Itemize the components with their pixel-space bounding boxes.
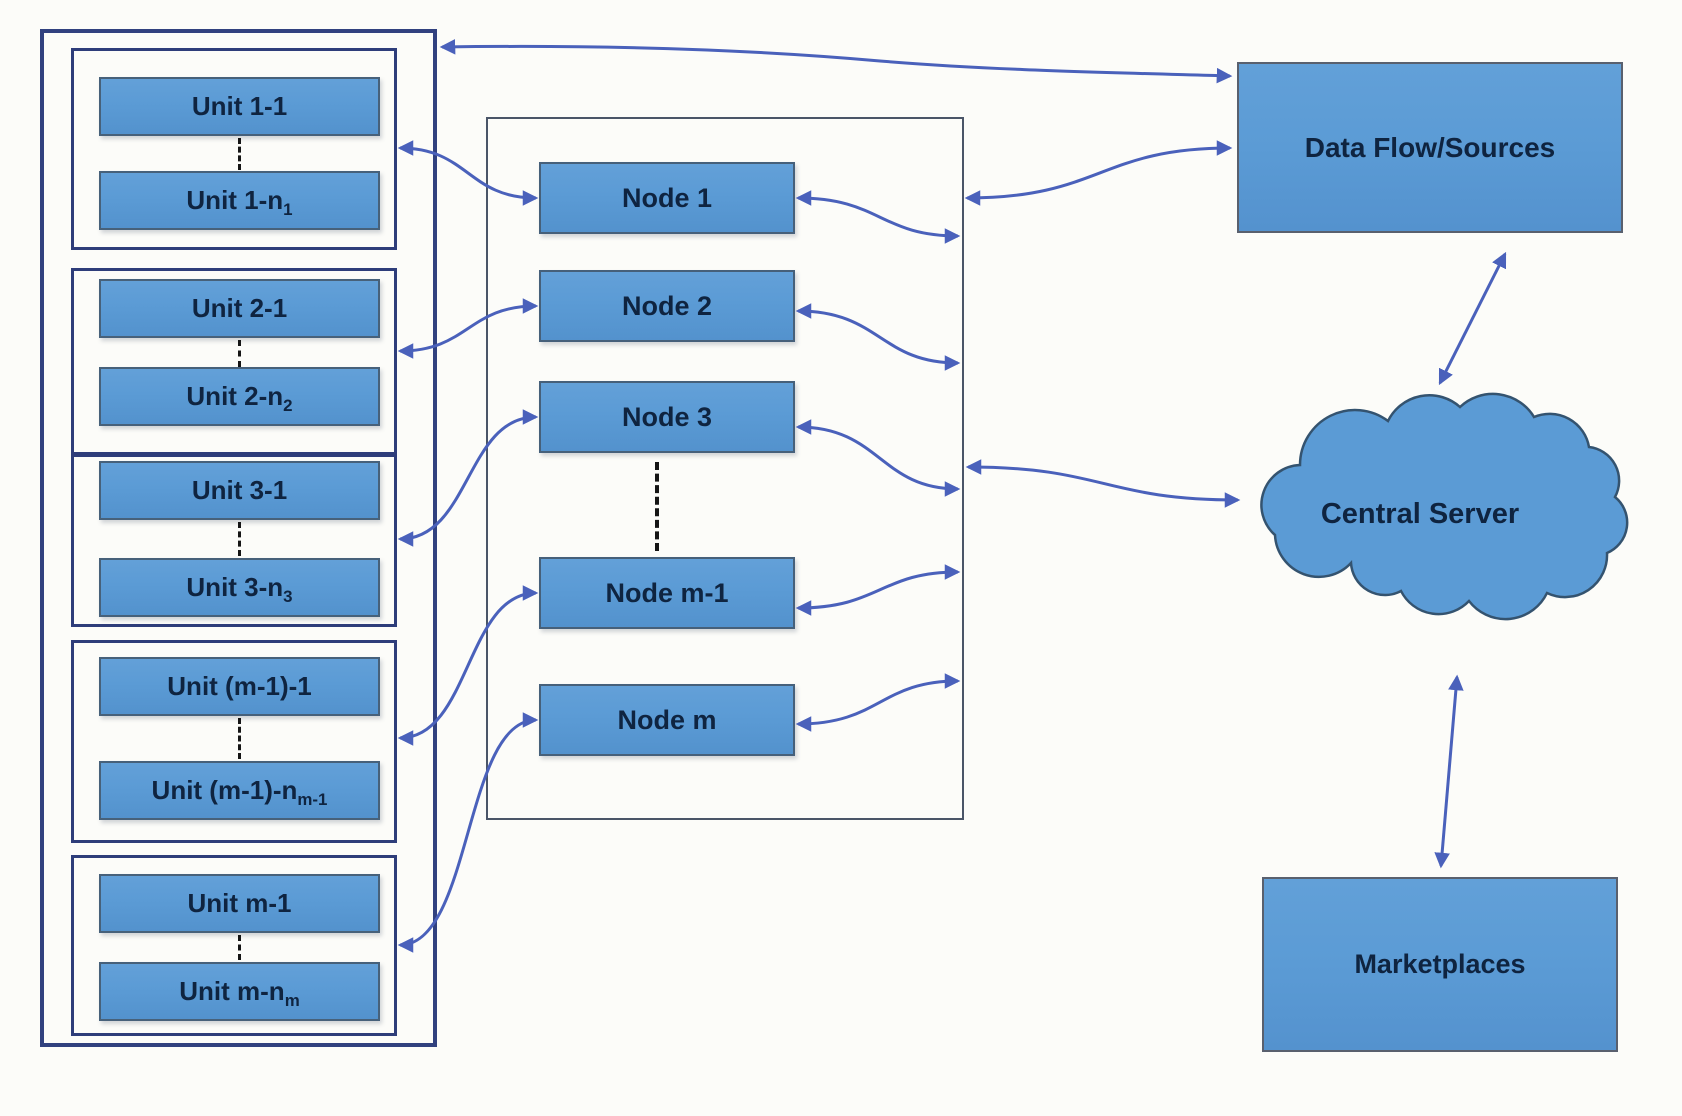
unit-box-3-n: Unit 3-n3: [99, 558, 380, 617]
marketplaces-box: Marketplaces: [1262, 877, 1618, 1052]
node-label: Node 1: [621, 182, 713, 213]
node-box-m-1: Node m-1: [539, 557, 795, 629]
unit-group-3-dashed-connector: [238, 522, 241, 556]
unit-label: Unit 3-n3: [186, 572, 293, 607]
unit-group-1-dashed-connector: [238, 138, 241, 170]
unit-box-m1-n: Unit (m-1)-nm-1: [99, 761, 380, 820]
cloud-icon: [1260, 392, 1629, 621]
arrow-panel-dataflow: [964, 140, 1233, 206]
unit-box-m1-1: Unit (m-1)-1: [99, 657, 380, 716]
unit-box-1-n: Unit 1-n1: [99, 171, 380, 230]
unit-label: Unit 1-n1: [186, 185, 293, 220]
unit-group-4-dashed-connector: [238, 718, 241, 759]
arrow-outer-panel-dataflow: [439, 39, 1233, 84]
unit-group-2-dashed-connector: [238, 340, 241, 367]
unit-box-m-n: Unit m-nm: [99, 962, 380, 1021]
node-box-3: Node 3: [539, 381, 795, 453]
unit-group-1: [71, 48, 397, 250]
unit-group-5-dashed-connector: [238, 935, 241, 960]
unit-label: Unit (m-1)-1: [167, 671, 312, 701]
node-box-1: Node 1: [539, 162, 795, 234]
node-label: Node m-1: [605, 577, 729, 608]
unit-group-3: [71, 454, 397, 627]
node-panel-dashed-connector: [655, 462, 659, 551]
marketplaces-label: Marketplaces: [1354, 949, 1526, 979]
data-flow-sources-label: Data Flow/Sources: [1304, 131, 1556, 163]
central-server-label: Central Server: [1320, 498, 1520, 530]
unit-label: Unit 1-1: [191, 91, 288, 121]
node-label: Node 2: [621, 290, 713, 321]
unit-label: Unit (m-1)-nm-1: [151, 775, 328, 810]
arrow-dataflow-central-server: [1438, 251, 1507, 386]
unit-group-5: [71, 855, 397, 1036]
node-box-2: Node 2: [539, 270, 795, 342]
arrow-central-server-marketplaces: [1434, 674, 1464, 869]
unit-label: Unit m-nm: [179, 976, 300, 1011]
node-box-m: Node m: [539, 684, 795, 756]
unit-box-m-1: Unit m-1: [99, 874, 380, 933]
unit-box-1-1: Unit 1-1: [99, 77, 380, 136]
node-label: Node m: [617, 704, 717, 735]
unit-label: Unit 3-1: [191, 475, 288, 505]
unit-label: Unit 2-n2: [186, 381, 293, 416]
unit-label: Unit m-1: [187, 888, 292, 918]
node-label: Node 3: [621, 401, 713, 432]
unit-box-2-n: Unit 2-n2: [99, 367, 380, 426]
unit-label: Unit 2-1: [191, 293, 288, 323]
central-server-cloud: [1225, 370, 1635, 655]
unit-group-4: [71, 640, 397, 843]
unit-box-3-1: Unit 3-1: [99, 461, 380, 520]
unit-group-2: [71, 268, 397, 455]
unit-box-2-1: Unit 2-1: [99, 279, 380, 338]
arrow-panel-central-server: [965, 459, 1241, 508]
data-flow-sources-box: Data Flow/Sources: [1237, 62, 1623, 233]
